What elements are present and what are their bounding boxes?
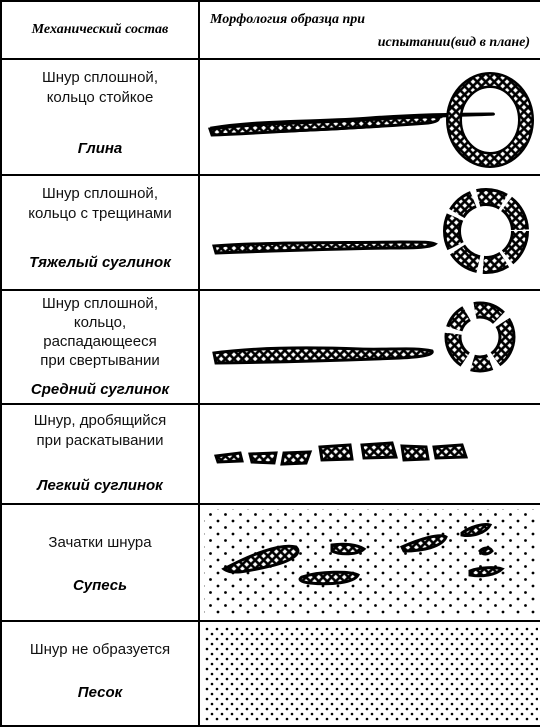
cord-fragments — [213, 441, 469, 466]
morphology-drawing-light-loam — [213, 441, 469, 466]
row-description: Шнур, дробящийся при раскатывании — [33, 412, 167, 450]
table-row: Шнур сплошной, кольцо, распадающееся при… — [0, 288, 540, 406]
header-col2-line1: Морфология образца при — [210, 12, 366, 27]
header-col1-text: Механический состав — [31, 22, 169, 38]
table-row: Шнур не образуется Песок — [0, 619, 540, 727]
cord-solid-shape — [212, 240, 438, 256]
composition-cell: Шнур, дробящийся при раскатывании Легкий… — [0, 403, 200, 506]
morphology-cell — [198, 403, 540, 506]
morphology-drawing-medium-loam — [212, 301, 516, 373]
table-row: Зачатки шнура Супесь — [0, 503, 540, 622]
composition-cell: Зачатки шнура Супесь — [0, 503, 200, 622]
morphology-drawing-sand — [204, 625, 538, 722]
cord-solid-shape — [207, 115, 440, 137]
row-description: Шнур сплошной, кольцо, распадающееся при… — [40, 294, 160, 369]
morphology-cell — [198, 619, 540, 727]
ring-crumbling — [444, 301, 516, 373]
composition-cell: Шнур сплошной, кольцо, распадающееся при… — [0, 288, 200, 406]
header-mechanical-composition: Механический состав — [0, 0, 200, 61]
morphology-cell — [198, 503, 540, 622]
table-row: Шнур, дробящийся при раскатывании Легкий… — [0, 403, 540, 506]
ring-stable — [446, 72, 534, 169]
table-row: Шнур сплошной, кольцо стойкое Глина — [0, 58, 540, 177]
row-description: Шнур сплошной, кольцо с трещинами — [28, 185, 172, 223]
row-description: Шнур сплошной, кольцо стойкое — [42, 69, 158, 107]
morphology-cell — [198, 174, 540, 291]
morphology-drawing-clay — [207, 72, 534, 169]
morphology-drawing-heavy-loam — [212, 188, 529, 275]
soil-type: Глина — [77, 140, 123, 158]
row-description: Зачатки шнура — [48, 534, 152, 552]
table-row: Шнур сплошной, кольцо с трещинами Тяжелы… — [0, 174, 540, 291]
soil-type: Песок — [77, 683, 123, 701]
composition-cell: Шнур сплошной, кольцо стойкое Глина — [0, 58, 200, 177]
cord-germs — [221, 523, 505, 586]
header-col2-line2: испытании(вид в плане) — [377, 35, 530, 50]
soil-type: Средний суглинок — [30, 380, 170, 398]
header-row: Механический состав Морфология образца п… — [0, 0, 540, 61]
cord-solid-shape — [212, 346, 434, 365]
soil-type: Тяжелый суглинок — [29, 254, 171, 272]
composition-cell: Шнур не образуется Песок — [0, 619, 200, 727]
soil-type: Легкий суглинок — [37, 477, 163, 495]
ring-cracked — [443, 188, 529, 275]
morphology-cell — [198, 288, 540, 406]
soil-type: Супесь — [72, 577, 128, 595]
morphology-drawing-sandy-loam — [204, 509, 538, 616]
row-description: Шнур не образуется — [29, 640, 171, 658]
header-morphology: Морфология образца при испытании(вид в п… — [198, 0, 540, 61]
morphology-cell — [198, 58, 540, 177]
composition-cell: Шнур сплошной, кольцо с трещинами Тяжелы… — [0, 174, 200, 291]
